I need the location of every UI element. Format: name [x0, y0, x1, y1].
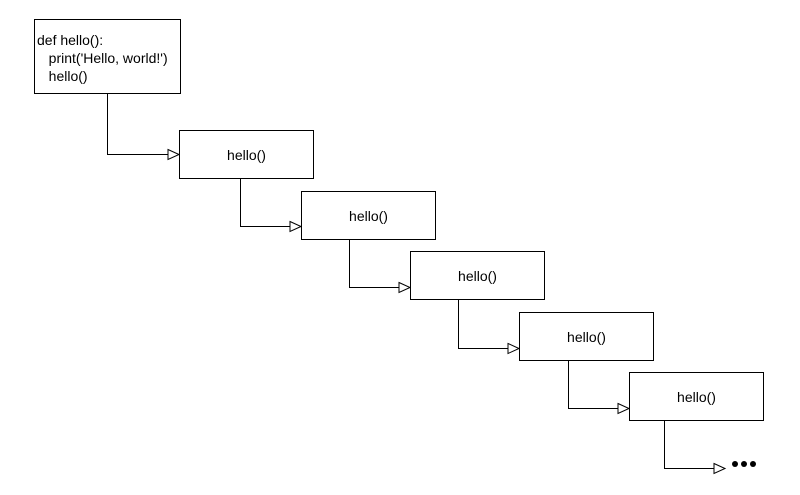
ellipsis-icon	[732, 461, 756, 467]
call-label: hello()	[458, 267, 497, 284]
code-line: def hello():	[37, 32, 104, 48]
connector-arrow	[458, 300, 508, 349]
function-definition-box: def hello(): print('Hello, world!') hell…	[34, 19, 181, 94]
code-lines: def hello(): print('Hello, world!') hell…	[37, 31, 168, 85]
call-box-2: hello()	[301, 191, 436, 240]
call-box-5: hello()	[629, 372, 764, 421]
call-box-3: hello()	[410, 251, 545, 300]
call-label: hello()	[227, 146, 266, 163]
connector-arrow	[349, 240, 399, 288]
connector-arrow	[240, 179, 290, 227]
connector-arrow	[664, 421, 714, 469]
arrowhead	[713, 462, 727, 475]
dot	[741, 461, 747, 467]
call-label: hello()	[567, 328, 606, 345]
arrowhead	[617, 402, 631, 415]
arrowhead	[289, 220, 303, 233]
code-line: hello()	[37, 68, 88, 84]
arrowhead	[167, 148, 181, 161]
arrowhead	[507, 342, 521, 355]
dot	[732, 461, 738, 467]
connector-arrow	[107, 94, 168, 155]
connector-arrow	[568, 361, 618, 409]
call-box-1: hello()	[179, 130, 314, 179]
call-box-4: hello()	[519, 312, 654, 361]
call-label: hello()	[677, 388, 716, 405]
dot	[750, 461, 756, 467]
call-label: hello()	[349, 207, 388, 224]
code-line: print('Hello, world!')	[37, 50, 168, 66]
arrowhead	[398, 281, 412, 294]
